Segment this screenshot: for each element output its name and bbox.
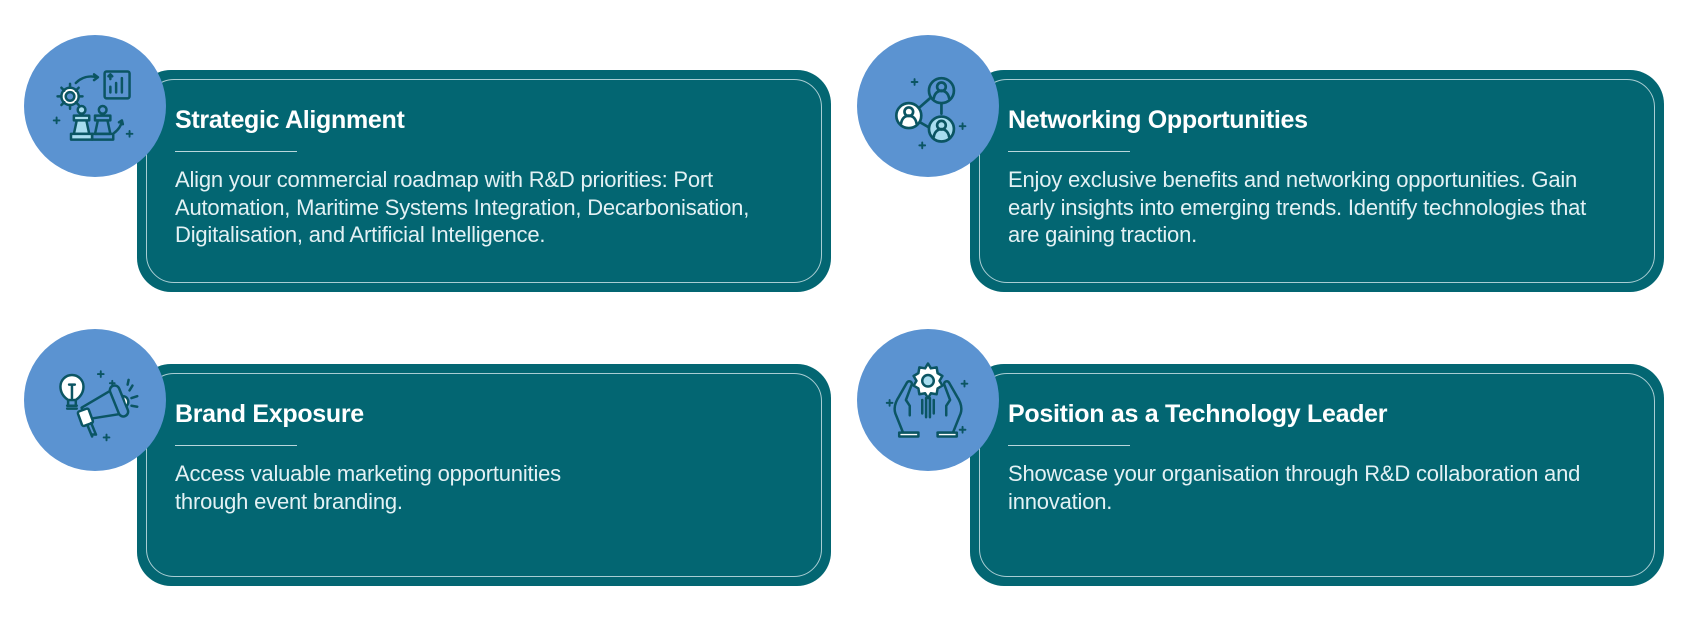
benefit-card-networking-opportunities: Networking Opportunities Enjoy exclusive… [833,35,1673,292]
card-inner-border [979,373,1655,577]
card-panel [970,70,1664,292]
hands-gear-icon [885,362,969,438]
icon-badge [857,35,999,177]
card-content: Brand Exposure Access valuable marketing… [175,399,800,515]
title-divider [175,151,297,152]
card-inner-border [979,79,1655,283]
card-title: Networking Opportunities [1008,106,1308,134]
card-description: Access valuable marketing opportunities … [175,461,561,514]
network-people-icon [894,76,967,150]
card-content: Strategic Alignment Align your commercia… [175,105,800,249]
card-panel [137,364,831,586]
strategy-chess-icon [52,70,134,141]
card-description: Enjoy exclusive benefits and networking … [1008,167,1587,247]
card-description: Showcase your organisation through R&D c… [1008,461,1581,514]
title-divider [175,445,297,446]
benefit-card-strategic-alignment: Strategic Alignment Align your commercia… [0,35,840,292]
benefit-card-technology-leader: Position as a Technology Leader Showcase… [833,329,1673,586]
icon-badge [24,329,166,471]
icon-badge [24,35,166,177]
card-description: Align your commercial roadmap with R&D p… [175,167,750,247]
card-inner-border [146,373,822,577]
megaphone-icon [59,370,139,442]
title-divider [1008,151,1130,152]
card-panel [970,364,1664,586]
title-divider [1008,445,1130,446]
card-content: Networking Opportunities Enjoy exclusive… [1008,105,1633,249]
card-title: Brand Exposure [175,400,364,428]
card-title: Position as a Technology Leader [1008,400,1388,428]
card-panel [137,70,831,292]
icon-badge [857,329,999,471]
card-title: Strategic Alignment [175,106,405,134]
card-content: Position as a Technology Leader Showcase… [1008,399,1633,515]
benefit-card-brand-exposure: Brand Exposure Access valuable marketing… [0,329,840,586]
card-inner-border [146,79,822,283]
